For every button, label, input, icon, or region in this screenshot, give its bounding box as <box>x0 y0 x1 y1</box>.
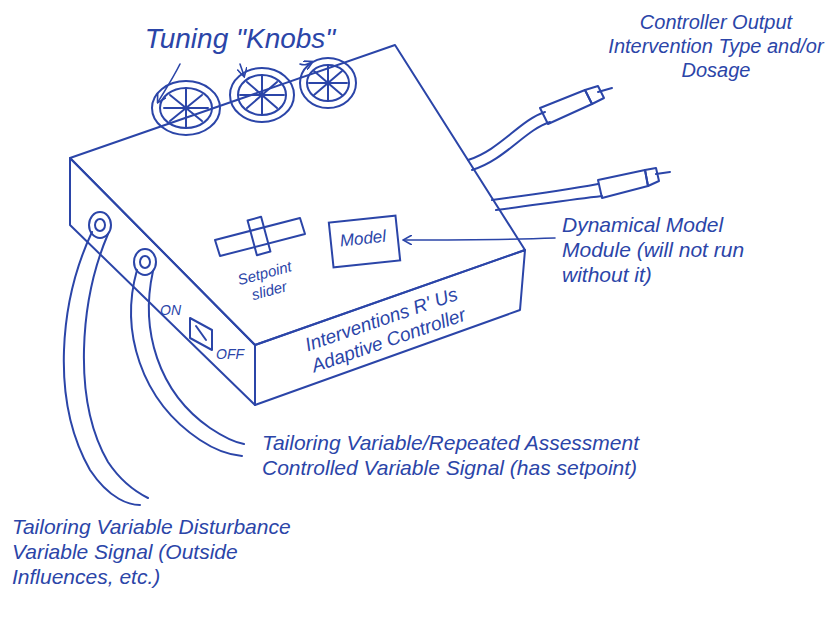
callout-text: Setpoint slider <box>219 253 315 311</box>
callout-text: Dynamical Model Module (will not run wit… <box>562 212 762 288</box>
housing-front <box>255 250 525 405</box>
controller-housing: Interventions R' Us Adaptive Controller M… <box>60 40 540 420</box>
tuning-knob <box>230 68 294 122</box>
setpoint-slider <box>215 217 305 256</box>
callout-text: ON <box>160 302 190 319</box>
tuning-knob <box>152 81 220 135</box>
callout-text: OFF <box>216 346 256 363</box>
callout-text: Controller Output Intervention Type and/… <box>600 10 832 82</box>
output-cable <box>468 86 612 170</box>
model-module: Model <box>328 215 402 269</box>
housing-left <box>70 158 255 405</box>
callout-text: Tuning "Knobs" <box>120 22 360 56</box>
callout-text: Tailoring Variable Disturbance Variable … <box>12 514 342 590</box>
callout-text: Tailoring Variable/Repeated Assessment C… <box>262 430 702 480</box>
module-name: Model <box>339 227 387 252</box>
output-cable <box>492 168 670 210</box>
on-off-switch <box>190 318 212 350</box>
housing-name: Interventions R' Us Adaptive Controller <box>279 275 492 385</box>
leader-arrow <box>158 62 555 240</box>
tuning-knob <box>300 58 356 108</box>
